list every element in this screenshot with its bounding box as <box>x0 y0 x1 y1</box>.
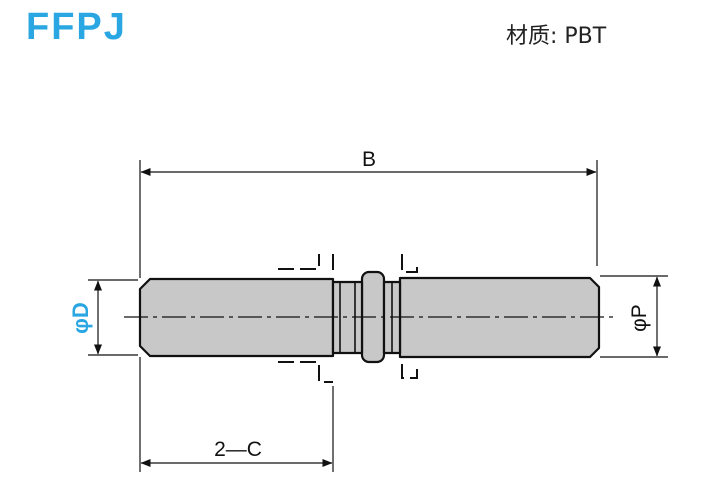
label-chamfer: 2—C <box>214 438 262 461</box>
extension-lines <box>88 160 668 472</box>
phantom-brackets <box>278 254 418 383</box>
product-code-title: FFPJ <box>26 6 127 48</box>
label-b: B <box>362 148 376 171</box>
label-d: φD <box>68 302 93 334</box>
material-label: 材质: PBT <box>506 24 607 49</box>
dimension-lines <box>94 168 661 467</box>
label-p: φP <box>628 304 651 332</box>
